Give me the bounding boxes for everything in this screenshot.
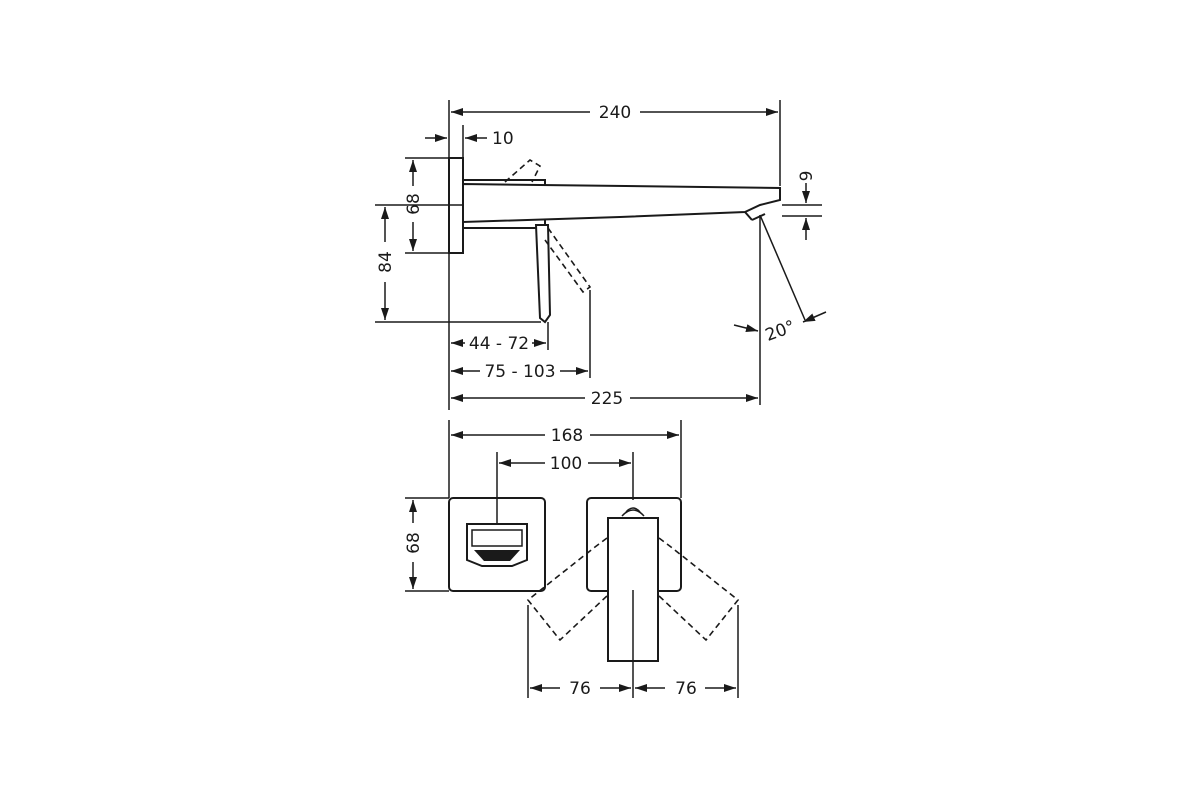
lever-open-up-dashed bbox=[504, 159, 542, 183]
lever-swing-left-dashed bbox=[526, 537, 609, 642]
aerator-front bbox=[474, 550, 520, 561]
dim-44-72-label: 44 - 72 bbox=[469, 334, 529, 354]
side-view: 240 10 68 84 9 20° 44 - 72 75 - 103 225 bbox=[375, 100, 827, 410]
dim-68-front-label: 68 bbox=[404, 532, 424, 554]
spout-side bbox=[462, 182, 781, 224]
dim-20-label: 20° bbox=[763, 317, 798, 346]
dim-225-label: 225 bbox=[591, 389, 623, 409]
lever-swing-right-dashed bbox=[657, 537, 740, 642]
dim-75-103-label: 75 - 103 bbox=[484, 362, 555, 382]
dim-20-right bbox=[802, 311, 827, 323]
lever-open-forward-dashed bbox=[544, 227, 592, 294]
dim-240-label: 240 bbox=[599, 103, 631, 123]
dim-10-label: 10 bbox=[492, 129, 514, 149]
spray-angle-line bbox=[759, 214, 806, 321]
dim-76-right-label: 76 bbox=[675, 679, 697, 699]
dim-100-label: 100 bbox=[550, 454, 582, 474]
dim-9-label: 9 bbox=[797, 171, 817, 182]
spout-outlet-front bbox=[466, 523, 528, 567]
dim-76-left-label: 76 bbox=[569, 679, 591, 699]
dim-84-label: 84 bbox=[376, 251, 396, 273]
dim-20-left bbox=[733, 324, 759, 332]
dim-68-side-label: 68 bbox=[404, 193, 424, 215]
dim-168-label: 168 bbox=[551, 426, 583, 446]
aerator-side bbox=[744, 211, 753, 221]
lever-side bbox=[534, 224, 552, 324]
front-view: 168 100 68 76 76 bbox=[404, 420, 740, 699]
